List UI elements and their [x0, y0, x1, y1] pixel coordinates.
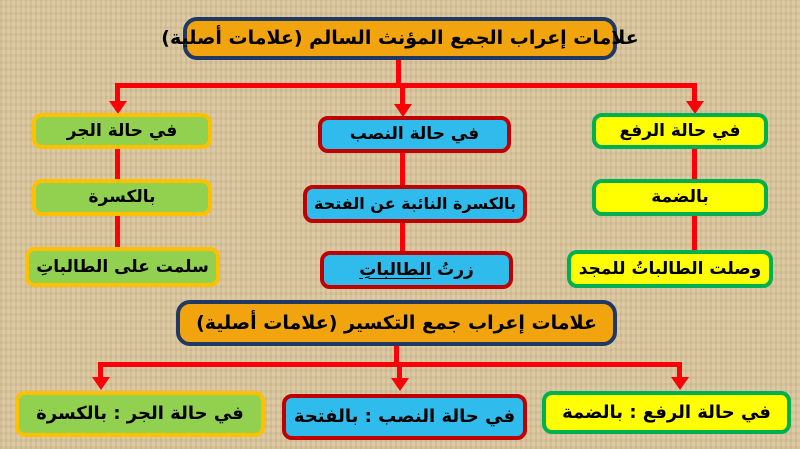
- title-sound-feminine-plural: علامات إعراب الجمع المؤنث السالم (علامات…: [161, 17, 639, 60]
- jar-summary-box: في حالة الجر : بالكسرة: [15, 391, 265, 437]
- raf3-summary-box: في حالة الرفع : بالضمة: [542, 391, 791, 434]
- arrow-down-icon: [671, 377, 689, 390]
- nasb-summary-box: في حالة النصب : بالفتحة: [282, 394, 527, 440]
- connector-nasb-2: [400, 223, 405, 253]
- jar-case-box: في حالة الجر: [32, 113, 212, 149]
- connector-nasb-1: [400, 153, 405, 185]
- connector-jar-2: [115, 216, 120, 248]
- nasb-example-verb: زرتُ: [437, 259, 474, 280]
- connector-top-drop: [396, 60, 401, 86]
- nasb-sign-box: بالكسرة النائبة عن الفتحة: [303, 185, 527, 223]
- connector-top-left-vertical: [115, 83, 120, 103]
- raf3-case-box: في حالة الرفع: [592, 113, 768, 149]
- nasb-example-box: زرتُالطالباتِ: [320, 251, 513, 289]
- connector-bottom-horizontal: [98, 362, 682, 367]
- arrow-down-icon: [394, 104, 412, 117]
- jar-example-box: سلمت على الطالباتِ: [25, 247, 220, 287]
- connector-top-middle-vertical: [400, 83, 405, 106]
- raf3-example-box: وصلت الطالباتُ للمجد: [567, 250, 773, 288]
- arrow-down-icon: [109, 101, 127, 114]
- connector-bottom-left-vertical: [98, 362, 103, 379]
- connector-top-right-vertical: [692, 83, 697, 103]
- connector-bottom-drop: [394, 346, 399, 365]
- connector-bottom-middle-vertical: [397, 362, 402, 380]
- connector-bottom-right-vertical: [677, 362, 682, 379]
- connector-jar-1: [115, 149, 120, 180]
- arrow-down-icon: [92, 377, 110, 390]
- connector-raf3-1: [692, 149, 697, 180]
- raf3-sign-box: بالضمة: [592, 179, 768, 216]
- nasb-example-object: الطالباتِ: [359, 259, 432, 280]
- arrow-down-icon: [686, 101, 704, 114]
- jar-sign-box: بالكسرة: [32, 179, 212, 216]
- nasb-case-box: في حالة النصب: [318, 116, 511, 153]
- connector-raf3-2: [692, 216, 697, 251]
- arrow-down-icon: [391, 378, 409, 391]
- connector-top-horizontal: [115, 83, 697, 88]
- title-broken-plural: علامات إعراب جمع التكسير (علامات أصلية): [176, 300, 617, 346]
